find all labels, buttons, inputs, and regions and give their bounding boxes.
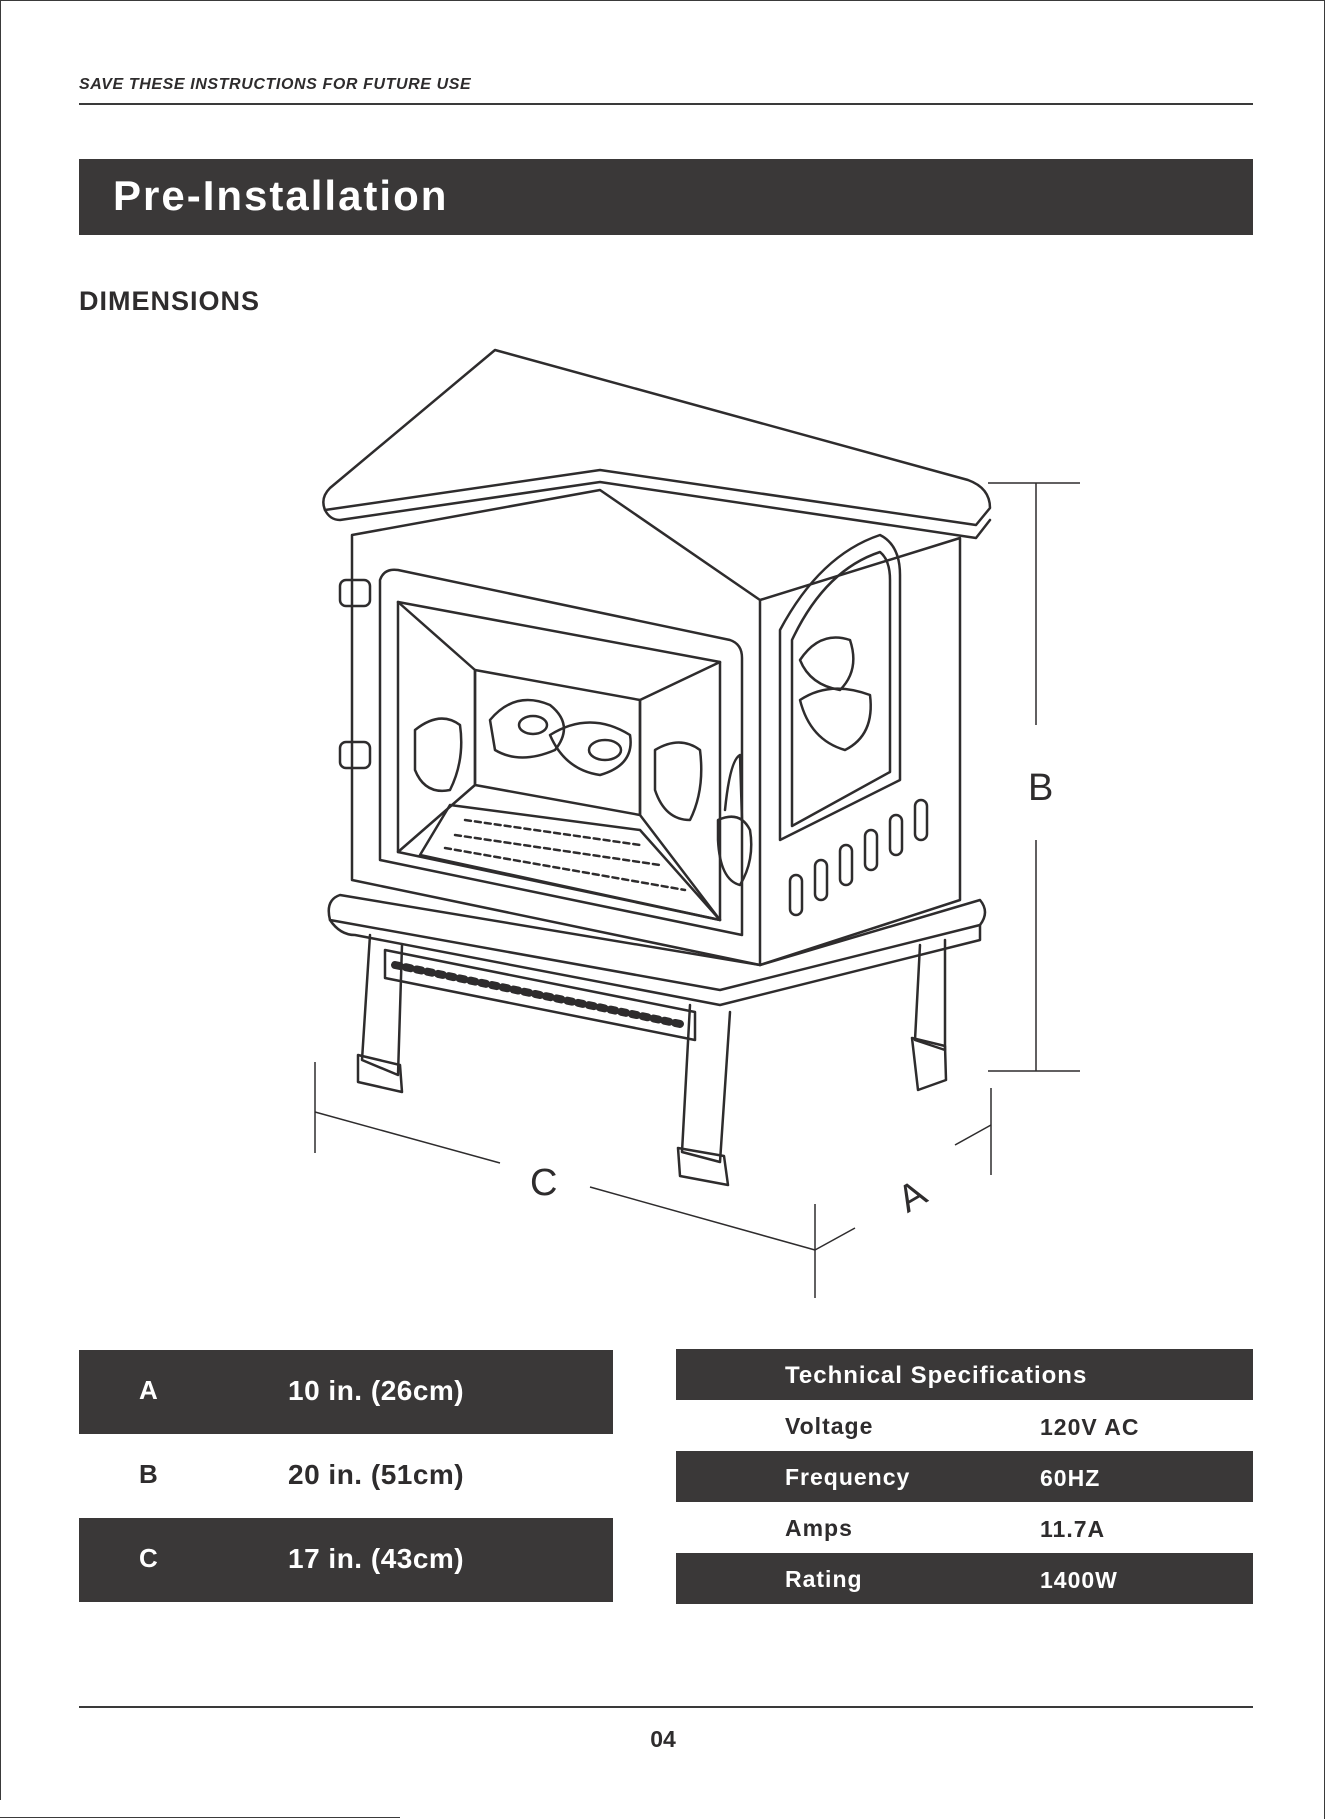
- dimension-key: B: [139, 1459, 158, 1490]
- spec-heading-row: Technical Specifications: [676, 1349, 1253, 1400]
- side-vent-2: [815, 860, 827, 900]
- dim-c-line-right: [590, 1187, 815, 1250]
- firebox-left: [398, 602, 475, 852]
- firebox-right: [640, 662, 720, 920]
- ember-row-2: [455, 835, 660, 865]
- spec-key: Rating: [785, 1566, 863, 1593]
- hinge-top: [340, 580, 370, 606]
- spec-row-frequency: Frequency 60HZ: [676, 1451, 1253, 1502]
- side-vent-6: [915, 800, 927, 840]
- side-log-2: [800, 689, 871, 750]
- spec-key: Amps: [785, 1515, 853, 1542]
- side-log-1: [800, 638, 853, 691]
- leg-front-right: [682, 1005, 730, 1162]
- title-bar: Pre-Installation: [79, 159, 1253, 235]
- door-glass: [398, 602, 720, 920]
- log-end-1: [519, 716, 547, 734]
- dim-label-c: C: [530, 1162, 557, 1204]
- log-1: [490, 700, 564, 758]
- side-vent-1: [790, 875, 802, 915]
- spec-row-rating: Rating 1400W: [676, 1553, 1253, 1604]
- log-end-2: [589, 740, 621, 760]
- fireplace-dimension-diagram: B C A: [300, 340, 1100, 1300]
- leg-back-right: [915, 940, 945, 1050]
- spec-value: 60HZ: [1040, 1465, 1100, 1492]
- dimension-value: 17 in. (43cm): [288, 1543, 464, 1575]
- log-4: [655, 743, 701, 821]
- technical-specifications-table: Technical Specifications Voltage 120V AC…: [676, 1349, 1253, 1604]
- side-vent-5: [890, 815, 902, 855]
- stove-top: [323, 350, 990, 525]
- leg-front-left: [362, 935, 402, 1075]
- spec-value: 11.7A: [1040, 1516, 1105, 1543]
- spec-key: Frequency: [785, 1464, 910, 1491]
- side-vent-3: [840, 845, 852, 885]
- dimension-value: 20 in. (51cm): [288, 1459, 464, 1491]
- fireplace-drawing: B C A: [300, 340, 1100, 1300]
- section-heading: DIMENSIONS: [79, 286, 260, 317]
- hinge-bottom: [340, 742, 370, 768]
- side-vent-4: [865, 830, 877, 870]
- spec-value: 1400W: [1040, 1567, 1118, 1594]
- flame-rod: [725, 755, 742, 820]
- log-3: [415, 719, 461, 791]
- heater-slots: [395, 965, 685, 1025]
- page-title: Pre-Installation: [113, 172, 448, 220]
- dim-label-a: A: [891, 1172, 935, 1221]
- spec-row-amps: Amps 11.7A: [676, 1502, 1253, 1553]
- dimensions-table: A 10 in. (26cm) B 20 in. (51cm) C 17 in.…: [79, 1350, 613, 1602]
- dim-c-line-left: [315, 1112, 500, 1163]
- flame-coil: [718, 817, 751, 885]
- dimension-value: 10 in. (26cm): [288, 1375, 464, 1407]
- page-edge-line: [0, 1817, 400, 1818]
- page-border-left: [0, 0, 1, 1800]
- dimension-row-c: C 17 in. (43cm): [79, 1518, 613, 1602]
- dimension-row-a: A 10 in. (26cm): [79, 1350, 613, 1434]
- base-ledge-lower: [330, 920, 980, 1005]
- header-note: SAVE THESE INSTRUCTIONS FOR FUTURE USE: [79, 76, 471, 94]
- dim-label-b: B: [1028, 767, 1053, 809]
- dimension-key: A: [139, 1375, 158, 1406]
- spec-value: 120V AC: [1040, 1414, 1139, 1441]
- spec-heading: Technical Specifications: [785, 1362, 1087, 1390]
- dimension-row-b: B 20 in. (51cm): [79, 1434, 613, 1518]
- footer-rule: [79, 1706, 1253, 1708]
- spec-row-voltage: Voltage 120V AC: [676, 1400, 1253, 1451]
- dim-a-line: [955, 1125, 991, 1145]
- dimension-key: C: [139, 1543, 158, 1574]
- spec-key: Voltage: [785, 1413, 873, 1440]
- page-number: 04: [0, 1726, 1326, 1753]
- header-rule: [79, 103, 1253, 105]
- dim-a-line-2: [815, 1228, 855, 1250]
